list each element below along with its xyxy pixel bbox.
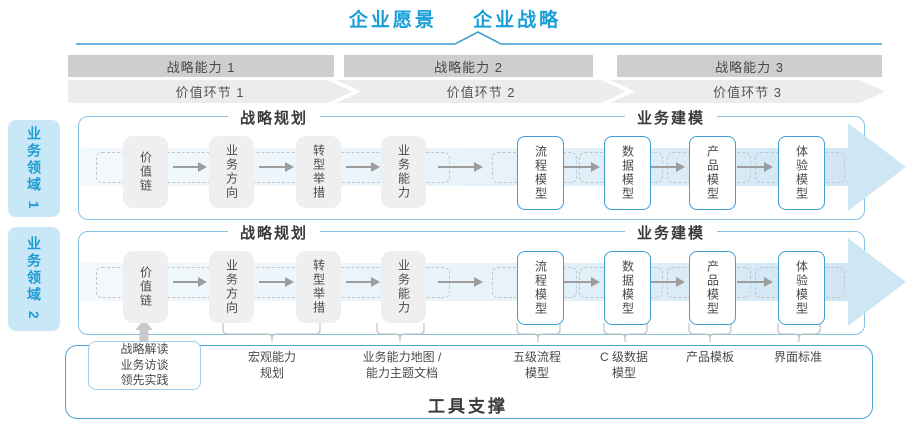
box-business-capability-label: 业务能力 xyxy=(396,144,411,200)
box-data-model-label: 数据模型 xyxy=(620,145,635,201)
flow-arrow-head xyxy=(848,123,906,211)
planning-header: 战略规划 xyxy=(227,107,321,128)
flow-arrow xyxy=(564,277,600,287)
box-product-model-label: 产品模型 xyxy=(705,145,720,201)
capability-bar-2-label: 战略能力 2 xyxy=(434,59,503,75)
value-chevron-2-label: 价值环节 2 xyxy=(446,85,516,100)
strategy-label: 企业战略 xyxy=(473,10,562,31)
modeling-header: 业务建模 xyxy=(624,222,718,243)
box-data-model: 数据模型 xyxy=(604,251,651,325)
vision-label: 企业愿景 xyxy=(348,10,437,31)
flow-arrow xyxy=(346,277,380,287)
domain-tab-1: 业务领域 1 xyxy=(8,120,60,217)
box-value-chain: 价值链 xyxy=(123,136,168,208)
box-process-model: 流程模型 xyxy=(517,251,564,325)
flow-arrow-head xyxy=(848,238,906,326)
flow-arrow xyxy=(259,277,294,287)
box-transformation: 转型举措 xyxy=(296,251,341,323)
box-business-capability-label: 业务能力 xyxy=(396,259,411,315)
flow-arrow xyxy=(564,162,600,172)
annotation-macro-capability: 宏观能力 规划 xyxy=(247,350,297,381)
flow-arrow xyxy=(438,162,483,172)
annotation-capability-map: 业务能力地图 / 能力主题文档 xyxy=(362,350,442,381)
box-business-direction-label: 业务方向 xyxy=(224,259,239,315)
value-chevron-3: 价值环节 3 xyxy=(610,80,885,103)
main-title: 企业愿景 企业战略 xyxy=(0,5,910,32)
practice-box: 战略解读 业务访谈 领先实践 xyxy=(88,341,201,390)
box-business-capability: 业务能力 xyxy=(381,251,426,323)
box-experience-model-label: 体验模型 xyxy=(794,145,809,201)
value-chevron-2: 价值环节 2 xyxy=(336,80,626,103)
box-product-model-label: 产品模型 xyxy=(705,260,720,316)
box-process-model: 流程模型 xyxy=(517,136,564,210)
box-transformation-label: 转型举措 xyxy=(311,259,326,315)
flow-arrow xyxy=(651,277,685,287)
box-transformation: 转型举措 xyxy=(296,136,341,208)
box-value-chain-label: 价值链 xyxy=(138,151,153,193)
capability-bar-2: 战略能力 2 xyxy=(344,55,593,77)
flow-arrow xyxy=(173,277,207,287)
flow-arrow xyxy=(438,277,483,287)
box-transformation-label: 转型举措 xyxy=(311,144,326,200)
box-process-model-label: 流程模型 xyxy=(533,145,548,201)
box-value-chain-label: 价值链 xyxy=(138,266,153,308)
box-data-model: 数据模型 xyxy=(604,136,651,210)
box-value-chain: 价值链 xyxy=(123,251,168,323)
box-business-capability: 业务能力 xyxy=(381,136,426,208)
flow-arrow xyxy=(737,162,773,172)
box-experience-model-label: 体验模型 xyxy=(794,260,809,316)
support-title: 工具支撑 xyxy=(428,397,508,416)
capability-bar-3-label: 战略能力 3 xyxy=(715,59,784,75)
box-experience-model: 体验模型 xyxy=(778,136,825,210)
flow-arrow xyxy=(259,162,294,172)
domain-row-2: 战略规划 业务建模 价值链 业务方向 转型举措 业务能力 流程模型 数据模型 产… xyxy=(78,222,906,335)
capability-bar-3: 战略能力 3 xyxy=(617,55,882,77)
box-process-model-label: 流程模型 xyxy=(533,260,548,316)
annotation-data-model: C 级数据 模型 xyxy=(599,350,649,381)
modeling-header: 业务建模 xyxy=(624,107,718,128)
flow-arrow xyxy=(651,162,685,172)
domain-tab-2: 业务领域 2 xyxy=(8,227,60,331)
box-data-model-label: 数据模型 xyxy=(620,260,635,316)
box-business-direction: 业务方向 xyxy=(209,251,254,323)
flow-arrow xyxy=(346,162,380,172)
annotation-process-model: 五级流程 模型 xyxy=(512,350,562,381)
annotation-product-template: 产品模板 xyxy=(685,350,735,364)
box-business-direction: 业务方向 xyxy=(209,136,254,208)
capability-bar-1: 战略能力 1 xyxy=(68,55,334,77)
planning-header: 战略规划 xyxy=(227,222,321,243)
box-experience-model: 体验模型 xyxy=(778,251,825,325)
value-chevron-1-label: 价值环节 1 xyxy=(175,85,245,100)
flow-arrow xyxy=(173,162,207,172)
domain-row-1: 战略规划 业务建模 价值链 业务方向 转型举措 业务能力 流程模型 数据模型 产… xyxy=(78,107,906,220)
box-business-direction-label: 业务方向 xyxy=(224,144,239,200)
capability-bar-1-label: 战略能力 1 xyxy=(166,59,236,75)
domain-tab-2-label: 业务领域 2 xyxy=(26,236,42,322)
box-product-model: 产品模型 xyxy=(689,251,736,325)
value-chevron-3-label: 价值环节 3 xyxy=(713,85,782,100)
flow-arrow xyxy=(737,277,773,287)
annotation-ui-standard: 界面标准 xyxy=(773,350,823,364)
domain-tab-1-label: 业务领域 1 xyxy=(26,125,42,212)
value-chevron-1: 价值环节 1 xyxy=(68,80,352,103)
box-product-model: 产品模型 xyxy=(689,136,736,210)
